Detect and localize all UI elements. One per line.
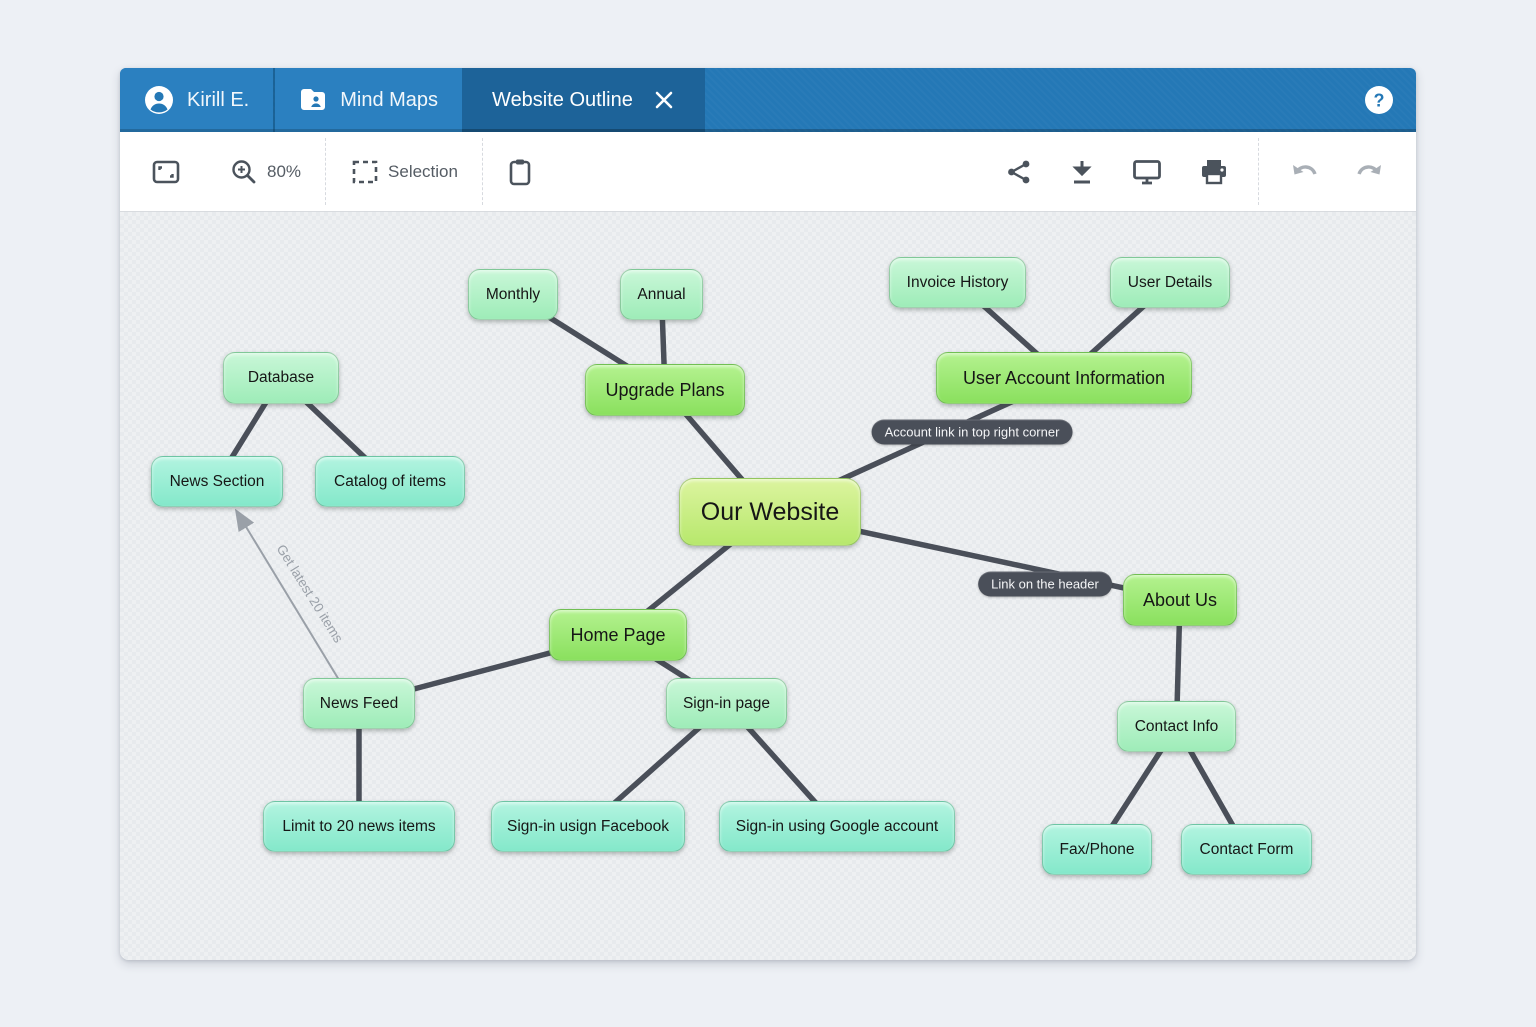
share-icon [1008, 160, 1030, 183]
help-icon: ? [1365, 86, 1393, 114]
monitor-icon [1133, 159, 1161, 184]
help-button[interactable]: ? [1342, 68, 1416, 132]
titlebar-separator [273, 68, 276, 132]
toolbar-separator [1258, 138, 1260, 205]
edge-label-pill[interactable]: Account link in top right corner [871, 419, 1073, 445]
selection-tool-button[interactable]: Selection [341, 151, 468, 193]
mindmap-canvas[interactable]: Get latest 20 items Our Website Upgrade P… [120, 212, 1416, 960]
app-window: Kirill E. Mind Maps Website Outline ? [120, 68, 1416, 960]
mindmap-node-contact-form[interactable]: Contact Form [1181, 824, 1312, 875]
annotation-arrow[interactable] [234, 508, 351, 699]
mindmap-node-news-section[interactable]: News Section [151, 456, 283, 507]
nav-mind-maps[interactable]: Mind Maps [275, 68, 463, 132]
mindmap-node-sign-in-page[interactable]: Sign-in page [666, 678, 787, 729]
tab-website-outline[interactable]: Website Outline [462, 68, 705, 132]
mindmap-node-annual[interactable]: Annual [620, 269, 703, 320]
download-button[interactable] [1060, 151, 1104, 193]
zoom-level: 80% [267, 161, 302, 181]
mindmap-node-fax-phone[interactable]: Fax/Phone [1042, 824, 1152, 875]
fit-to-screen-button[interactable] [142, 152, 190, 192]
presentation-button[interactable] [1122, 151, 1172, 193]
mindmap-node-about-us[interactable]: About Us [1123, 574, 1237, 626]
mindmap-node-database[interactable]: Database [223, 352, 339, 404]
paste-button[interactable] [498, 150, 542, 194]
clipboard-icon [509, 159, 531, 185]
mindmap-node-home-page[interactable]: Home Page [549, 609, 687, 661]
mindmap-node-contact-info[interactable]: Contact Info [1117, 701, 1236, 752]
titlebar-spacer [705, 68, 1342, 132]
user-menu[interactable]: Kirill E. [120, 68, 274, 132]
mindmap-node-user-account-information[interactable]: User Account Information [936, 352, 1192, 404]
zoom-button[interactable]: 80% [220, 150, 311, 194]
mindmap-node-news-feed[interactable]: News Feed [303, 678, 415, 729]
fit-to-screen-icon [152, 160, 180, 183]
user-avatar-icon [145, 86, 173, 114]
tab-label: Website Outline [492, 88, 633, 111]
selection-label: Selection [388, 161, 458, 181]
redo-icon [1357, 164, 1381, 175]
mindmap-node-our-website[interactable]: Our Website [679, 478, 861, 546]
mindmap-node-upgrade-plans[interactable]: Upgrade Plans [585, 364, 745, 416]
zoom-in-icon [232, 159, 256, 183]
mindmap-node-catalog-of-items[interactable]: Catalog of items [315, 456, 465, 507]
toolbar-separator [481, 138, 484, 205]
redo-button[interactable] [1344, 152, 1394, 192]
mindmap-node-limit-20-news[interactable]: Limit to 20 news items [263, 801, 455, 852]
selection-icon [352, 160, 378, 183]
toolbar: 80% Selection [120, 132, 1416, 212]
mindmap-node-sign-in-facebook[interactable]: Sign-in usign Facebook [491, 801, 685, 852]
mindmap-node-sign-in-google[interactable]: Sign-in using Google account [719, 801, 955, 852]
annotation-label[interactable]: Get latest 20 items [274, 542, 346, 646]
nav-label: Mind Maps [340, 88, 439, 111]
mindmap-node-monthly[interactable]: Monthly [468, 269, 558, 320]
user-name: Kirill E. [187, 88, 250, 111]
undo-icon [1293, 164, 1317, 175]
edge-label-pill[interactable]: Link on the header [978, 571, 1112, 597]
print-button[interactable] [1190, 151, 1238, 193]
undo-button[interactable] [1280, 152, 1330, 192]
title-bar: Kirill E. Mind Maps Website Outline ? [120, 68, 1416, 132]
printer-icon [1202, 159, 1226, 184]
mindmap-node-invoice-history[interactable]: Invoice History [889, 257, 1026, 308]
share-button[interactable] [996, 151, 1042, 193]
download-icon [1072, 160, 1092, 183]
toolbar-separator [325, 138, 327, 205]
svg-text:?: ? [1374, 91, 1385, 111]
mind-maps-icon [301, 89, 326, 110]
close-tab-icon[interactable] [653, 89, 675, 111]
mindmap-node-user-details[interactable]: User Details [1110, 257, 1230, 308]
